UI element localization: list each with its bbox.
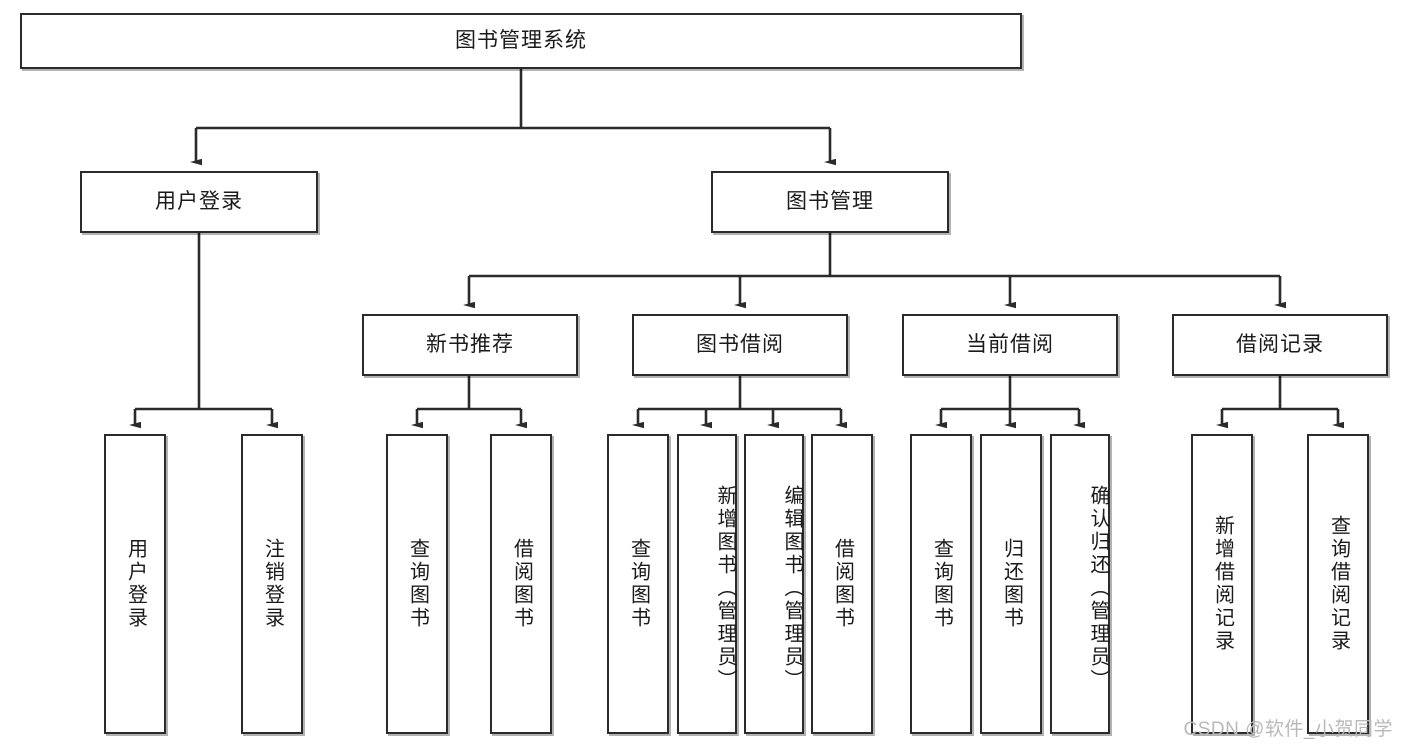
node-borrow-record[interactable]: 借阅记录 <box>1172 314 1388 376</box>
leaf-new-book-borrow[interactable]: 借阅图书 <box>490 434 552 734</box>
leaf-current-confirm-return[interactable]: 确认归还（管理员） <box>1050 434 1110 734</box>
node-book-management-label: 图书管理 <box>786 190 874 214</box>
leaf-borrow-add-book-label: 新增图书（管理员） <box>714 484 736 692</box>
node-user-login[interactable]: 用户登录 <box>80 171 318 233</box>
leaf-new-book-query-label: 查询图书 <box>406 538 429 630</box>
leaf-user-login-logout-label: 注销登录 <box>261 538 284 630</box>
leaf-new-book-borrow-label: 借阅图书 <box>510 538 533 630</box>
node-book-management[interactable]: 图书管理 <box>711 171 949 233</box>
node-new-book-recommend-label: 新书推荐 <box>426 333 514 357</box>
node-new-book-recommend[interactable]: 新书推荐 <box>362 314 578 376</box>
leaf-current-query-book-label: 查询图书 <box>930 538 953 630</box>
node-root[interactable]: 图书管理系统 <box>20 13 1022 69</box>
node-root-label: 图书管理系统 <box>455 29 587 53</box>
leaf-user-login-login[interactable]: 用户登录 <box>104 434 166 734</box>
node-book-borrow-label: 图书借阅 <box>696 333 784 357</box>
leaf-user-login-logout[interactable]: 注销登录 <box>241 434 303 734</box>
leaf-user-login-login-label: 用户登录 <box>124 538 147 630</box>
leaf-borrow-edit-book[interactable]: 编辑图书（管理员） <box>744 434 804 734</box>
leaf-record-query[interactable]: 查询借阅记录 <box>1307 434 1369 734</box>
csdn-watermark: CSDN @软件_小贺同学 <box>1183 719 1393 740</box>
leaf-borrow-add-book[interactable]: 新增图书（管理员） <box>677 434 737 734</box>
leaf-borrow-query-book-label: 查询图书 <box>627 538 650 630</box>
leaf-borrow-query-book[interactable]: 查询图书 <box>607 434 669 734</box>
leaf-current-return-book-label: 归还图书 <box>1000 538 1023 630</box>
leaf-current-query-book[interactable]: 查询图书 <box>910 434 972 734</box>
node-user-login-label: 用户登录 <box>155 190 243 214</box>
node-borrow-record-label: 借阅记录 <box>1236 333 1324 357</box>
node-current-borrow-label: 当前借阅 <box>966 333 1054 357</box>
node-book-borrow[interactable]: 图书借阅 <box>632 314 848 376</box>
leaf-current-confirm-return-label: 确认归还（管理员） <box>1087 484 1109 692</box>
leaf-borrow-edit-book-label: 编辑图书（管理员） <box>781 484 803 692</box>
leaf-record-add[interactable]: 新增借阅记录 <box>1191 434 1253 734</box>
leaf-record-query-label: 查询借阅记录 <box>1327 515 1350 653</box>
leaf-record-add-label: 新增借阅记录 <box>1211 515 1234 653</box>
node-current-borrow[interactable]: 当前借阅 <box>902 314 1118 376</box>
leaf-borrow-borrow-book-label: 借阅图书 <box>831 538 854 630</box>
leaf-current-return-book[interactable]: 归还图书 <box>980 434 1042 734</box>
leaf-borrow-borrow-book[interactable]: 借阅图书 <box>811 434 873 734</box>
leaf-new-book-query[interactable]: 查询图书 <box>386 434 448 734</box>
